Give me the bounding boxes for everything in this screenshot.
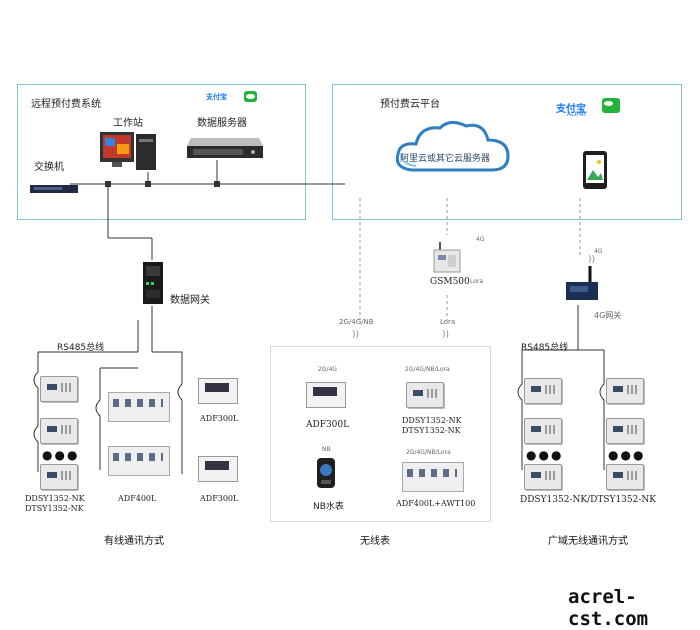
adf400-wireless-meter — [402, 462, 464, 492]
wan-meters-label: DDSY1352-NK/DTSY1352-NK — [520, 495, 656, 505]
ddsy-meter-1 — [40, 376, 78, 402]
wan-meter-a3 — [524, 464, 562, 490]
wired-adf400-label: ADF400L — [118, 494, 157, 503]
ellipsis-dots: ●●● — [42, 448, 80, 462]
adf300-wireless-meter — [306, 382, 346, 408]
cloud-platform-title: 预付费云平台 — [380, 99, 440, 110]
wired-meter-models: DDSY1352-NK DTSY1352-NK — [25, 494, 85, 513]
adf300-wireless-sig: 2G/4G — [318, 366, 337, 373]
wan-meter-a1 — [524, 378, 562, 404]
alipay-logo-cloud: 支付宝 — [556, 104, 586, 115]
adf300-label-bottom: ADF300L — [200, 494, 239, 503]
adf300-meter-1 — [198, 378, 238, 404]
cloud-label: 阿里云或其它云服务器 — [400, 154, 491, 164]
wan-ellipsis-b: ●●● — [608, 448, 646, 462]
alipay-logo: 支付宝 — [206, 93, 227, 101]
ddsy-wireless-label: DDSY1352-NK DTSY1352-NK — [402, 416, 462, 435]
watermark: acrel-cst.com — [568, 586, 649, 630]
workstation-icon — [98, 130, 160, 175]
wan-4g-label: 4G — [594, 248, 603, 255]
wired-caption: 有线通讯方式 — [104, 536, 164, 547]
nb-water-meter-label: NB水表 — [313, 502, 344, 512]
gsm-4g-label: 4G — [476, 236, 485, 243]
wan-ellipsis-a: ●●● — [526, 448, 564, 462]
wan-meter-b2 — [606, 418, 644, 444]
data-server-icon — [185, 134, 265, 160]
wan-meter-b3 — [606, 464, 644, 490]
ddsy-meter-3 — [40, 464, 78, 490]
data-server-label: 数据服务器 — [197, 118, 247, 129]
adf400-meter-1 — [108, 392, 170, 422]
network-lines — [33, 160, 605, 474]
wifi-icon-right: )) — [588, 255, 596, 265]
adf300-wireless-label: ADF300L — [306, 420, 350, 430]
sig-lora-label: Lora — [440, 318, 456, 326]
cloud-icon — [392, 118, 514, 180]
remote-system-title: 远程预付费系统 — [31, 99, 101, 110]
wan-gateway-label: 4G网关 — [594, 311, 622, 320]
alipay-sub: ALIPAY — [567, 111, 587, 118]
nb-sig: NB — [322, 446, 331, 453]
mobile-phone-icon — [582, 150, 608, 190]
ddsy-wireless-sig: 2G/4G/NB/Lora — [405, 366, 450, 373]
wifi-icon-left: )) — [352, 330, 360, 340]
gsm500-icon — [430, 240, 464, 274]
gsm-lora-label: Lora — [470, 278, 484, 285]
adf300-meter-2 — [198, 456, 238, 482]
wechat-icon — [244, 91, 257, 102]
wan-bus-label: RS485总线 — [521, 343, 569, 353]
sig-2g4gnb-label: 2G/4G/NB — [339, 318, 374, 326]
wan-4g-gateway-icon — [562, 262, 602, 304]
gsm500-label: GSM500 — [430, 277, 470, 287]
wireless-panel — [270, 346, 491, 522]
workstation-label: 工作站 — [113, 118, 143, 129]
adf400-meter-2 — [108, 446, 170, 476]
nb-water-meter-icon — [313, 456, 339, 492]
wireless-caption: 无线表 — [360, 536, 390, 547]
switch-icon — [30, 178, 78, 193]
wan-caption: 广域无线通讯方式 — [548, 536, 628, 547]
data-gateway-icon — [140, 260, 166, 306]
switch-label: 交换机 — [34, 162, 64, 173]
wechat-icon-cloud — [602, 98, 620, 113]
ddsy-meter-2 — [40, 418, 78, 444]
wan-meter-b1 — [606, 378, 644, 404]
data-gateway-label: 数据网关 — [170, 295, 210, 306]
adf400-wireless-sig: 2G/4G/NB/Lora — [406, 449, 451, 456]
wired-bus-label: RS485总线 — [57, 343, 105, 353]
adf400-wireless-label: ADF400L+AWT100 — [396, 499, 476, 508]
wifi-icon-mid: )) — [442, 330, 450, 340]
adf300-label-top: ADF300L — [200, 414, 239, 423]
wan-meter-a2 — [524, 418, 562, 444]
ddsy-wireless-meter — [406, 382, 444, 408]
